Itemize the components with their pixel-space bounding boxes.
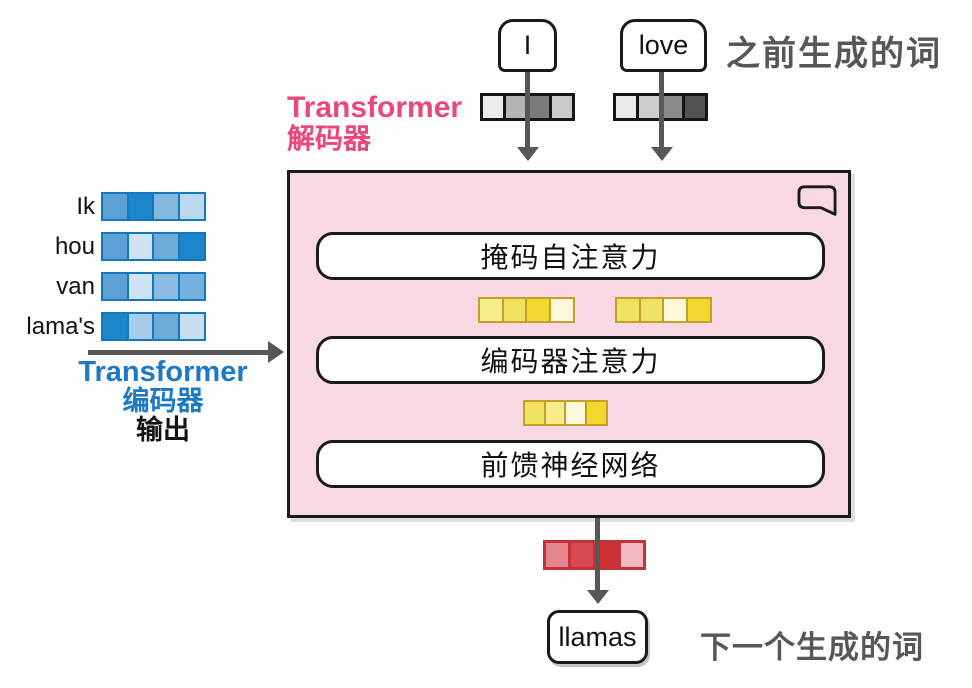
vector-cell [101, 232, 129, 261]
masked-self-attention-layer: 掩码自注意力 [316, 232, 825, 280]
vector-cell [478, 297, 504, 323]
vector-cell [568, 540, 596, 570]
output-token-box: llamas [547, 610, 648, 664]
token-label-i: I [523, 30, 532, 60]
masked-self-attention-label: 掩码自注意力 [480, 242, 661, 273]
feed-forward-layer: 前馈神经网络 [316, 440, 825, 488]
vector-cell [549, 93, 575, 121]
output-arrow-head [587, 590, 609, 604]
vector-cell [638, 297, 665, 323]
arrow-token-i-line [525, 72, 530, 147]
encoder-token-row: van [25, 272, 206, 301]
encoder-title-output: 输出 [136, 414, 190, 445]
arrow-token-love-line [659, 72, 664, 147]
vector-cell [618, 540, 646, 570]
encoder-token-row: Ik [25, 192, 206, 221]
decoder-title: Transformer 解码器 [287, 91, 463, 155]
vector-cell [126, 312, 155, 341]
encoder-token-label-lamas: lama's [26, 312, 95, 340]
encoder-token-row: lama's [25, 312, 206, 341]
encoder-title-zh: 编码器 [122, 386, 204, 417]
previous-words-caption: 之前生成的词 [726, 35, 942, 73]
vector-cell [177, 232, 206, 261]
vector-cell [177, 192, 206, 221]
vector-cell [101, 312, 129, 341]
vector-cell [480, 93, 506, 121]
encoder-token-label-hou: hou [54, 232, 95, 260]
vector-cell [685, 297, 712, 323]
masked-attention-output-vector-1 [478, 297, 575, 323]
vector-cell [152, 192, 180, 221]
vector-cell [548, 297, 575, 323]
vector-cell [615, 297, 641, 323]
decoder-box: 掩码自注意力 编码器注意力 前馈神经网络 [287, 170, 851, 518]
token-box-i: I [498, 19, 557, 72]
vector-cell [543, 540, 571, 570]
vector-cell [152, 272, 180, 301]
vector-cell [613, 93, 639, 121]
vector-cell [101, 272, 129, 301]
encoder-output-title: Transformer 编码器 输出 [63, 356, 263, 445]
token-label-love: love [638, 30, 689, 60]
decoder-title-en: Transformer [287, 91, 463, 124]
vector-cell [152, 312, 180, 341]
encoder-vector-hou [101, 232, 206, 261]
encoder-attention-label: 编码器注意力 [480, 346, 661, 377]
vector-cell [682, 93, 708, 121]
next-word-caption: 下一个生成的词 [700, 630, 924, 665]
feed-forward-label: 前馈神经网络 [480, 450, 661, 481]
vector-cell [662, 297, 688, 323]
encoder-attention-layer: 编码器注意力 [316, 336, 825, 384]
encoder-output-arrow-head [268, 341, 284, 363]
vector-cell [177, 272, 206, 301]
decoder-title-zh: 解码器 [287, 123, 372, 155]
encoder-vector-ik [101, 192, 206, 221]
output-logits-vector [543, 540, 646, 570]
encoder-token-label-ik: Ik [76, 192, 95, 220]
encoder-title-en: Transformer [78, 356, 248, 388]
vector-cell [126, 232, 155, 261]
masked-attention-output-vector-2 [615, 297, 712, 323]
vector-cell [501, 297, 528, 323]
encoder-vector-lamas [101, 312, 206, 341]
vector-cell [177, 312, 206, 341]
output-token-label: llamas [558, 621, 637, 652]
encoder-vector-van [101, 272, 206, 301]
vector-cell [126, 272, 155, 301]
output-arrow-line [595, 518, 600, 590]
speech-bubble-icon [797, 185, 837, 216]
encoder-token-row: hou [25, 232, 206, 261]
token-box-love: love [620, 19, 707, 72]
encoder-output-arrow-line [88, 350, 270, 355]
vector-cell [584, 400, 608, 426]
vector-cell [101, 192, 129, 221]
encoder-token-label-van: van [56, 272, 95, 300]
arrow-token-i-head [517, 147, 539, 161]
vector-cell [126, 192, 155, 221]
vector-cell [152, 232, 180, 261]
vector-cell [525, 297, 551, 323]
cross-attention-output-vector [523, 400, 608, 426]
arrow-token-love-head [651, 147, 673, 161]
